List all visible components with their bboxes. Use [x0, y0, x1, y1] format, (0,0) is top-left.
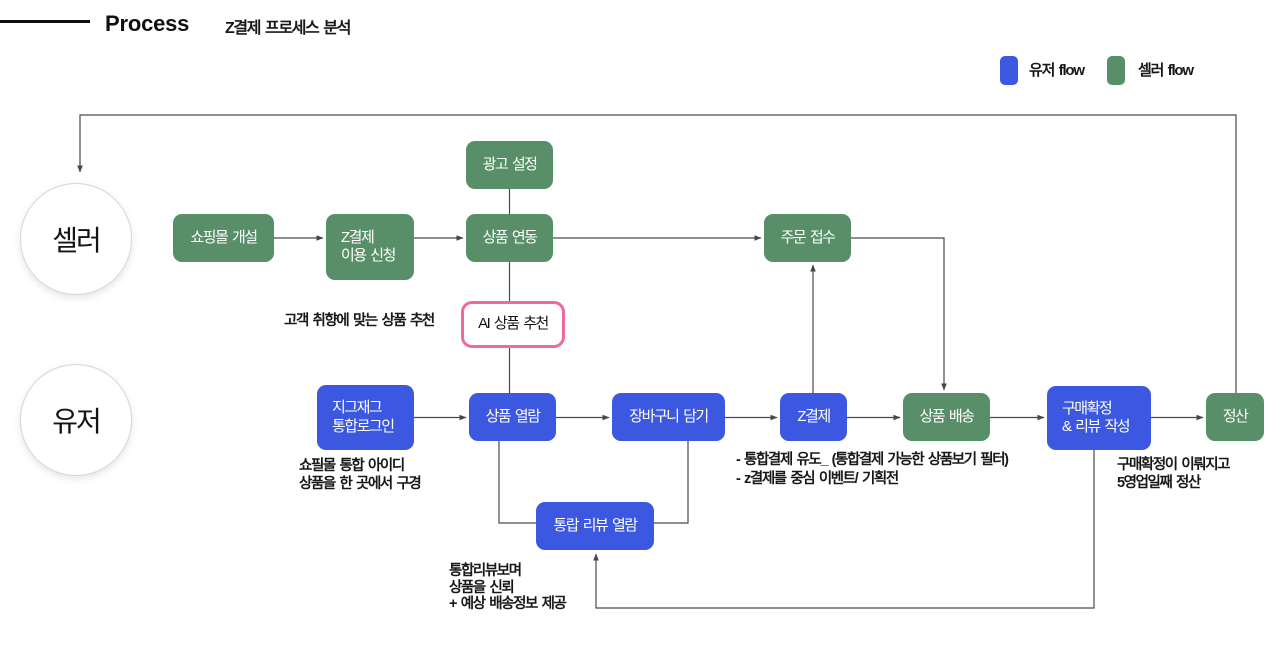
note-login: 쇼필몰 통합 아이디 상품을 한 곳에서 구경: [299, 458, 422, 492]
page-subtitle: Z결제 프로세스 분석: [225, 20, 351, 37]
edge-settle-to-seller: [77, 114, 1237, 393]
node-order-receive[interactable]: 주문 접수: [764, 214, 851, 262]
node-zpay-apply[interactable]: Z결제 이용 신청: [326, 214, 414, 280]
note-ai: 고객 취향에 맞는 상품 추천: [284, 313, 435, 329]
node-shop-open[interactable]: 쇼핑몰 개설: [173, 214, 274, 262]
node-zpay[interactable]: Z결제: [780, 393, 847, 441]
node-settle[interactable]: 정산: [1206, 393, 1264, 441]
header-rule: [0, 20, 90, 23]
note-zpay: - 통합결제 유도_ (통합결제 가능한 상품보기 필터) - z결제를 중심 …: [736, 452, 1009, 487]
node-product-link[interactable]: 상품 연동: [466, 214, 553, 262]
edge-confirm-to-review: [593, 450, 1095, 609]
node-confirm-review[interactable]: 구매확정 & 리뷰 작성: [1047, 386, 1151, 450]
note-review: 통합리뷰보며 상품을 신뢰 + 예상 배송정보 제공: [449, 563, 567, 612]
legend-user-flow-label: 유저 flow: [1029, 62, 1085, 79]
lane-seller: 셀러: [20, 183, 132, 295]
node-browse[interactable]: 상품 열람: [469, 393, 556, 441]
page-title: Process: [105, 11, 190, 36]
node-ship[interactable]: 상품 배송: [903, 393, 990, 441]
lane-user: 유저: [20, 364, 132, 476]
note-confirm: 구매확정이 이뤄지고 5영업일째 정산: [1117, 457, 1230, 491]
edge-cart-to-review: [654, 441, 689, 524]
edge-order-to-ship: [851, 237, 947, 391]
node-cart[interactable]: 장바구니 담기: [612, 393, 725, 441]
node-ad-settings[interactable]: 광고 설정: [466, 141, 553, 189]
edge-browse-to-review: [498, 441, 536, 524]
legend-seller-flow-label: 셀러 flow: [1138, 62, 1194, 79]
legend-seller-flow-swatch: [1107, 56, 1125, 85]
node-review-browse[interactable]: 통랍 리뷰 열람: [536, 502, 654, 550]
node-ai-recommend[interactable]: AI 상품 추천: [461, 301, 565, 348]
legend-user-flow-swatch: [1000, 56, 1018, 85]
node-login[interactable]: 지그재그 통합로그인: [317, 385, 414, 450]
